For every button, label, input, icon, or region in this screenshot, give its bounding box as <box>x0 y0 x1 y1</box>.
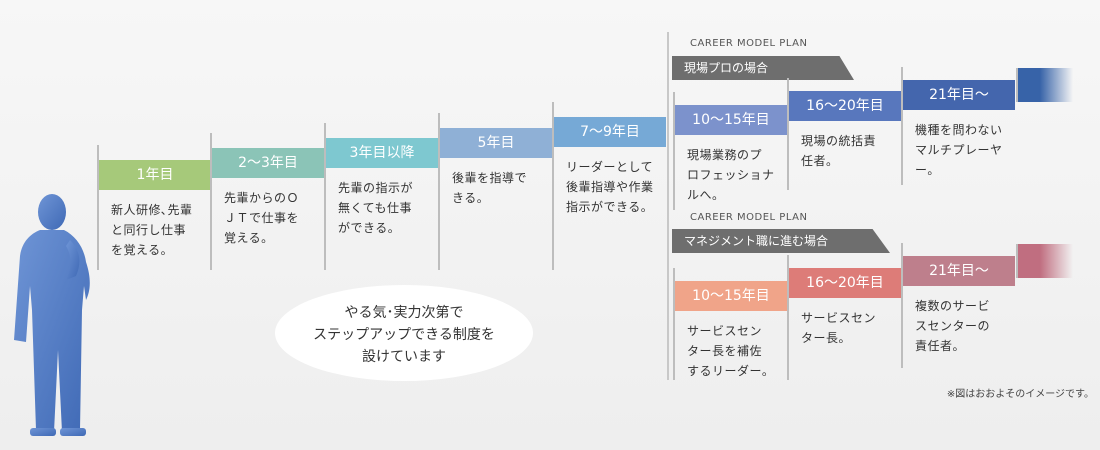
pro-step-16-20-head: 16～20年目 <box>789 91 901 121</box>
mgmt-plan-banner: マネジメント職に進む場合 <box>672 229 890 253</box>
step-year-5-body: 後輩を指導で きる。 <box>452 171 528 205</box>
step-year-7-9: 7～9年目 リーダーとして 後輩指導や作業 指示ができる。 <box>552 102 666 270</box>
pro-plan-label: CAREER MODEL PLAN <box>690 38 808 49</box>
step-year-7-9-head: 7～9年目 <box>554 117 666 147</box>
mgmt-step-16-20: 16～20年目 サービスセン ター長。 <box>787 255 901 380</box>
mgmt-step-16-20-body: サービスセン ター長。 <box>801 311 877 345</box>
mgmt-step-21-plus-head: 21年目～ <box>903 256 1015 286</box>
step-year-3-plus: 3年目以降 先輩の指示が 無くても仕事 ができる。 <box>324 123 438 270</box>
step-year-5-head: 5年目 <box>440 128 552 158</box>
motivation-bubble: やる気･実力次第で ステップアップできる制度を 設けています <box>275 285 533 381</box>
step-year-3-plus-head: 3年目以降 <box>326 138 438 168</box>
mgmt-step-21-plus-body: 複数のサービ スセンターの 責任者。 <box>915 299 991 353</box>
branch-divider <box>667 32 669 380</box>
step-year-3-plus-body: 先輩の指示が 無くても仕事 ができる。 <box>338 181 414 235</box>
pro-step-21-plus-head: 21年目～ <box>903 80 1015 110</box>
step-year-1: 1年目 新人研修､先輩 と同行し仕事 を覚える。 <box>97 145 211 270</box>
bubble-line-2: ステップアップできる制度を <box>313 327 495 343</box>
mgmt-continuation-bar <box>1016 244 1073 278</box>
pro-continuation-bar <box>1016 68 1073 102</box>
approximation-note: ※図はおおよそのイメージです。 <box>946 389 1094 400</box>
step-year-2-3-head: 2～3年目 <box>212 148 324 178</box>
step-year-7-9-body: リーダーとして 後輩指導や作業 指示ができる。 <box>566 160 654 214</box>
pro-plan-banner: 現場プロの場合 <box>672 56 854 80</box>
step-year-2-3: 2～3年目 先輩からのＯ ＪＴで仕事を 覚える。 <box>210 133 324 270</box>
pro-step-10-15-body: 現場業務のプ ロフェッショナ ルへ。 <box>687 148 775 202</box>
mgmt-step-10-15-body: サービスセン ター長を補佐 するリーダー。 <box>687 324 775 378</box>
mgmt-plan-label: CAREER MODEL PLAN <box>690 212 808 223</box>
businessman-silhouette-icon <box>14 194 90 436</box>
mgmt-step-21-plus: 21年目～ 複数のサービ スセンターの 責任者。 <box>901 243 1015 368</box>
mgmt-step-10-15-head: 10～15年目 <box>675 281 787 311</box>
step-year-5: 5年目 後輩を指導で きる。 <box>438 113 552 270</box>
step-year-2-3-body: 先輩からのＯ ＪＴで仕事を 覚える。 <box>224 191 300 245</box>
pro-step-10-15-head: 10～15年目 <box>675 105 787 135</box>
bubble-line-3: 設けています <box>362 349 446 365</box>
step-year-1-body: 新人研修､先輩 と同行し仕事 を覚える。 <box>111 203 193 257</box>
mgmt-step-16-20-head: 16～20年目 <box>789 268 901 298</box>
step-year-1-head: 1年目 <box>99 160 211 190</box>
pro-step-21-plus: 21年目～ 機種を問わない マルチプレーヤ ー。 <box>901 67 1015 185</box>
pro-step-16-20: 16～20年目 現場の統括責 任者。 <box>787 78 901 190</box>
pro-step-21-plus-body: 機種を問わない マルチプレーヤ ー。 <box>915 123 1003 177</box>
mgmt-step-10-15: 10～15年目 サービスセン ター長を補佐 するリーダー。 <box>673 268 787 380</box>
bubble-line-1: やる気･実力次第で <box>344 305 464 321</box>
pro-step-10-15: 10～15年目 現場業務のプ ロフェッショナ ルへ。 <box>673 92 787 210</box>
pro-step-16-20-body: 現場の統括責 任者。 <box>801 134 877 168</box>
